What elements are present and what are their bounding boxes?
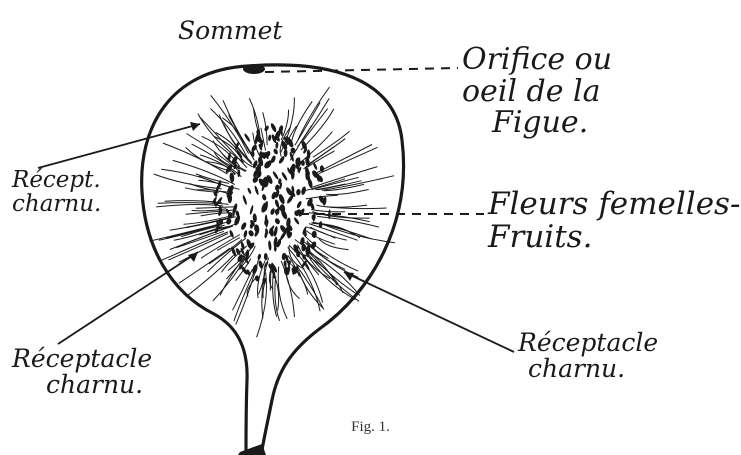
floret-mark — [284, 149, 288, 157]
floret-mark — [264, 125, 270, 132]
leader-orifice — [265, 68, 458, 72]
fibre-stroke — [186, 255, 233, 296]
floret-mark — [268, 134, 272, 141]
fig-stalk-base — [238, 444, 266, 455]
label-recept-left-line-1: Récept. — [12, 168, 101, 192]
floret-mark — [275, 184, 280, 191]
floret-mark — [305, 245, 310, 255]
label-receptacle-br-line-2: charnu. — [518, 356, 658, 382]
floret-mark — [264, 253, 268, 260]
floret-mark — [261, 194, 267, 201]
floret-mark — [301, 160, 305, 166]
label-sommet-text: Sommet — [178, 18, 282, 44]
fibre-stroke — [198, 180, 232, 189]
label-orifice-line-2: oeil de la — [462, 76, 612, 108]
fibre-stroke — [309, 139, 345, 164]
floret-mark — [278, 155, 286, 164]
floret-mark — [268, 240, 272, 251]
label-receptacle-br-line-1: Réceptacle — [518, 330, 658, 356]
floret-mark — [229, 230, 235, 239]
floret-mark — [249, 205, 254, 215]
floret-mark — [257, 254, 261, 261]
fibre-stroke — [313, 131, 350, 157]
floret-mark — [242, 195, 248, 205]
floret-mark — [243, 230, 248, 238]
label-recept-left-line-2: charnu. — [12, 192, 101, 216]
label-fleurs-femelles: Fleurs femelles- Fruits. — [488, 188, 740, 253]
floret-mark — [278, 193, 286, 205]
label-orifice-line-1: Orifice ou — [462, 44, 612, 76]
label-orifice: Orifice ou oeil de la Figue. — [462, 44, 612, 139]
fibre-stroke — [156, 205, 223, 207]
floret-mark — [272, 171, 279, 181]
floret-mark — [243, 133, 251, 143]
floret-mark — [254, 185, 260, 195]
fibre-stroke — [234, 273, 254, 321]
fibre-stroke — [179, 235, 232, 262]
fibre-stroke — [150, 224, 220, 241]
label-receptacle-bottom-left: Réceptacle charnu. — [12, 346, 152, 399]
floret-mark — [312, 162, 318, 170]
orifice-eye — [243, 64, 265, 74]
floret-mark — [264, 219, 269, 226]
label-receptacle-bl-line-1: Réceptacle — [12, 346, 152, 372]
label-fleurs-line-2: Fruits. — [488, 221, 740, 254]
figure-caption: Fig. 1. — [0, 420, 741, 436]
label-recept-left: Récept. charnu. — [12, 168, 101, 216]
floret-mark — [270, 208, 276, 216]
floret-mark — [247, 187, 252, 194]
floret-mark — [232, 210, 234, 217]
fig-outline — [142, 65, 404, 452]
floret-mark — [240, 221, 247, 230]
floret-mark — [296, 189, 301, 196]
label-receptacle-bl-line-2: charnu. — [12, 372, 152, 398]
fibre-stroke — [201, 213, 230, 216]
floret-mark — [270, 122, 278, 132]
fibre-stroke — [308, 151, 334, 167]
floret-mark — [296, 200, 303, 208]
fibre-stroke — [311, 210, 345, 212]
label-fleurs-line-1: Fleurs femelles- — [488, 188, 740, 221]
label-orifice-line-3: Figue. — [462, 107, 612, 139]
floret-mark — [269, 228, 275, 237]
fibre-stroke — [298, 270, 323, 308]
fibre-stroke — [247, 277, 257, 297]
label-sommet: Sommet — [178, 18, 282, 44]
floret-mark — [273, 148, 279, 155]
label-receptacle-bottom-right: Réceptacle charnu. — [518, 330, 658, 383]
leader-receptacle-bottom-left — [58, 252, 198, 344]
floret-mark — [293, 217, 300, 225]
figure-caption-text: Fig. 1. — [0, 420, 741, 436]
leader-receptacle-bottom-right — [344, 272, 514, 352]
fibre-stroke — [196, 207, 237, 208]
arrowhead-recept-left — [190, 122, 200, 131]
floret-mark — [274, 217, 281, 225]
floret-mark — [281, 171, 288, 181]
floret-mark — [247, 229, 254, 237]
floret-mark — [312, 213, 316, 222]
